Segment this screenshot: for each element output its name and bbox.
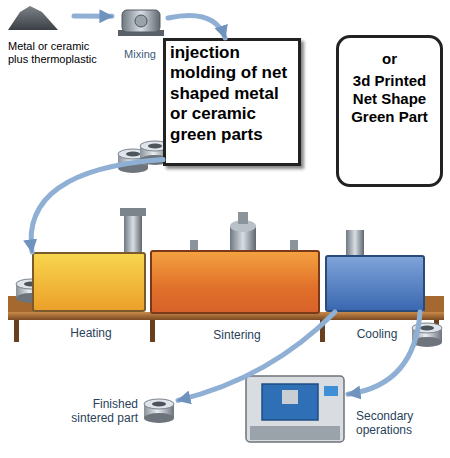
table-leg (14, 320, 19, 342)
node-label: 3d Printed Net Shape Green Part (341, 72, 438, 126)
mixer-drum (122, 10, 160, 32)
powder-heap (8, 6, 58, 30)
machine-body (246, 376, 344, 442)
machine-base (250, 426, 340, 440)
material-node: Metal or ceramic plus thermoplastic (4, 2, 74, 72)
mixing-node: Mixing (112, 4, 168, 60)
flow-arrow (74, 14, 112, 19)
secondary-operations-node: Secondary operations (244, 372, 348, 446)
node-label: Cooling (327, 327, 427, 341)
flow-arrow (178, 312, 335, 400)
node-label: Sintering (152, 328, 322, 342)
flow-arrow (168, 16, 225, 39)
mixer-hub (135, 15, 147, 27)
node-label: Heating (34, 326, 148, 340)
flow-arrow (31, 160, 163, 252)
cooling-zone: Cooling (325, 255, 425, 312)
machine-panel (324, 386, 338, 396)
node-label: Metal or ceramic plus thermoplastic (8, 40, 100, 65)
table-leg (320, 320, 325, 342)
node-label: Finished sintered part (50, 398, 138, 426)
furnace-chimney-cap (120, 208, 146, 216)
machine-press (282, 390, 298, 404)
flow-arrow (348, 312, 420, 394)
machine-window (262, 384, 318, 420)
furnace-vent (238, 212, 248, 224)
finished-part-icon (144, 399, 174, 423)
table-leg (150, 320, 155, 342)
process-box: injection molding of net shaped metal or… (163, 38, 301, 166)
node-label: Secondary operations (356, 410, 448, 438)
furnace-vent (346, 230, 364, 256)
heating-zone: Heating (32, 252, 146, 312)
finished-part-node: Finished sintered part (142, 394, 178, 426)
node-label: or (341, 50, 438, 68)
sintering-zone: Sintering (150, 250, 320, 314)
conveyor-exit (424, 296, 444, 312)
furnace-chimney (124, 214, 142, 254)
alternative-box: or 3d Printed Net Shape Green Part (336, 35, 443, 187)
node-label: injection molding of net shaped metal or… (170, 43, 298, 145)
part-on-line (412, 323, 442, 347)
